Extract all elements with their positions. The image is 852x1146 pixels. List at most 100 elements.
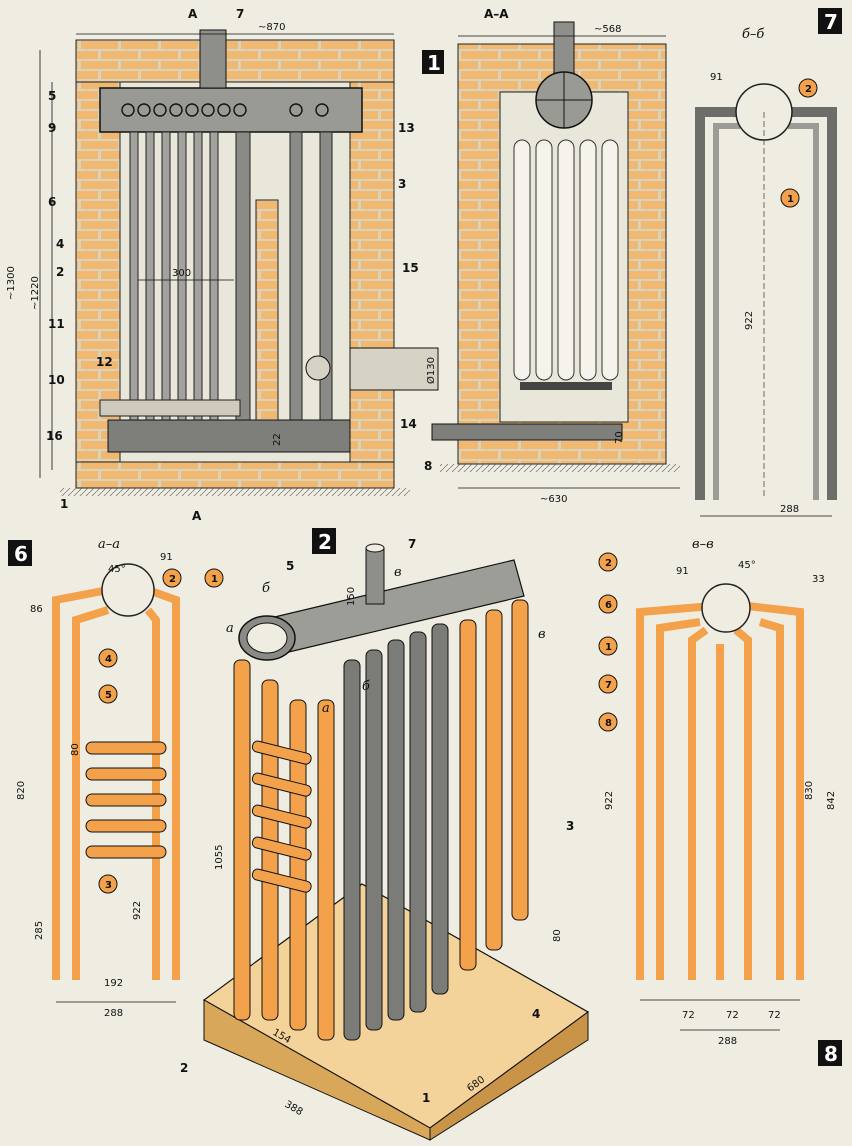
fig2-label-1: 1 xyxy=(422,1091,430,1105)
fig6-dim-d1: 86 xyxy=(30,604,43,615)
svg-text:1: 1 xyxy=(427,51,441,75)
figure-badge-6: 6 xyxy=(8,540,32,566)
figure-badge-2: 2 xyxy=(312,528,336,554)
fig2-dim-h-total: 1055 xyxy=(214,845,225,870)
fig1-label-2: 2 xyxy=(56,265,64,279)
fig6-dim-h2: 285 xyxy=(34,921,45,940)
svg-text:1: 1 xyxy=(211,574,218,585)
fig8-dim-s3: 72 xyxy=(768,1010,781,1021)
fig2-label-3: 3 xyxy=(566,819,574,833)
svg-text:5: 5 xyxy=(105,690,112,701)
fig1-label-15: 15 xyxy=(402,261,419,275)
fig2-dim-w2: 388 xyxy=(283,1099,305,1118)
svg-text:2: 2 xyxy=(605,558,612,569)
fig7-dim-d: 91 xyxy=(710,72,723,83)
fig1-label-4: 4 xyxy=(56,237,64,251)
fig8-section xyxy=(636,583,804,1031)
svg-text:1: 1 xyxy=(605,642,612,653)
fig1-side-labels: А–А ~568 ~630 70 8 xyxy=(424,7,625,505)
fig2-arrow-b2: б xyxy=(362,679,370,694)
fig8-labels: в–в 91 45° 33 922 830 842 72 72 72 288 2… xyxy=(598,537,837,1047)
fig6-callout-5: 5 xyxy=(98,684,118,704)
svg-text:8: 8 xyxy=(824,1042,838,1066)
fig1-tubes xyxy=(129,131,333,433)
fig1-section-mark-bottom: А xyxy=(192,509,202,523)
fig8-dim-d: 91 xyxy=(676,566,689,577)
fig1-label-14: 14 xyxy=(400,417,417,431)
fig1-label-13: 13 xyxy=(398,121,415,135)
fig7-callout-1: 1 xyxy=(780,188,800,208)
fig8-dim-h2: 830 xyxy=(804,781,815,800)
fig1-label-5: 5 xyxy=(48,89,56,103)
fig1-label-7: 7 xyxy=(236,7,244,21)
fig6-section xyxy=(52,563,180,1003)
fig2-dim-h-pipe: 150 xyxy=(346,587,357,606)
fig6-dim-h3: 922 xyxy=(132,901,143,920)
fig1-dim-bottom: 22 xyxy=(272,433,283,446)
fig1-dim-depth-bottom: ~630 xyxy=(540,494,567,505)
fig1-dim-width: ~870 xyxy=(258,22,285,33)
fig1-section-mark-top: А xyxy=(188,7,198,21)
fig1-label-12: 12 xyxy=(96,355,113,369)
fig2-isometric xyxy=(202,543,590,1141)
svg-text:2: 2 xyxy=(318,530,332,554)
fig2-label-2: 2 xyxy=(180,1061,188,1075)
fig8-title: в–в xyxy=(692,537,714,552)
fig8-dim-w: 288 xyxy=(718,1036,737,1047)
svg-text:3: 3 xyxy=(105,880,112,891)
fig8-callout-7: 7 xyxy=(598,674,618,694)
fig6-dim-h1: 820 xyxy=(16,781,27,800)
fig1-label-6: 6 xyxy=(48,195,56,209)
fig2-arrow-a1: а xyxy=(226,621,234,636)
fig1-label-3: 3 xyxy=(398,177,406,191)
fig2-dim-base: 80 xyxy=(552,929,563,942)
fig7-section xyxy=(695,83,837,517)
fig6-dim-w2: 288 xyxy=(104,1008,123,1019)
fig1-dim-depth: ~568 xyxy=(594,24,621,35)
fig8-callout-6: 6 xyxy=(598,594,618,614)
fig7-dim-h: 922 xyxy=(744,311,755,330)
fig8-dim-angle: 45° xyxy=(738,560,756,571)
fig2-arrow-v2: в xyxy=(538,627,546,642)
fig6-title: а–а xyxy=(98,537,120,552)
fig1-dim-inner: 300 xyxy=(172,268,191,279)
fig1-side-section xyxy=(431,21,680,489)
fig2-label-7: 7 xyxy=(408,537,416,551)
fig8-dim-h3: 842 xyxy=(826,791,837,810)
fig8-callout-2: 2 xyxy=(598,552,618,572)
fig1-dim-grate: 70 xyxy=(614,431,625,444)
fig1-label-11: 11 xyxy=(48,317,65,331)
fig8-dim-h1: 922 xyxy=(604,791,615,810)
fig1-label-10: 10 xyxy=(48,373,65,387)
svg-text:7: 7 xyxy=(605,680,612,691)
svg-text:2: 2 xyxy=(805,84,812,95)
fig2-arrow-b1: б xyxy=(262,581,270,596)
fig7-callout-2: 2 xyxy=(798,78,818,98)
fig1-label-16: 16 xyxy=(46,429,63,443)
svg-text:8: 8 xyxy=(605,718,612,729)
svg-text:4: 4 xyxy=(105,654,112,665)
fig6-dim-d2: 91 xyxy=(160,552,173,563)
svg-text:6: 6 xyxy=(14,542,28,566)
svg-text:7: 7 xyxy=(824,10,838,34)
fig7-dim-w: 288 xyxy=(780,504,799,515)
svg-text:6: 6 xyxy=(605,600,612,611)
fig2-label-5: 5 xyxy=(286,559,294,573)
fig1-dim-pipe: Ø130 xyxy=(425,357,437,384)
fig6-dim-w1: 192 xyxy=(104,978,123,989)
fig6-dim-step: 80 xyxy=(70,743,81,756)
fig7-title: б–б xyxy=(742,27,764,42)
svg-text:1: 1 xyxy=(787,194,794,205)
fig7-labels: б–б 91 922 288 2 1 xyxy=(710,27,818,515)
figure-badge-1: 1 xyxy=(422,50,444,75)
fig8-dim-d2: 33 xyxy=(812,574,825,585)
fig6-callout-1: 1 xyxy=(204,568,224,588)
fig1-labels: А А 7 5 9 13 6 4 3 2 11 12 10 16 1 15 14… xyxy=(6,7,437,523)
fig6-callout-4: 4 xyxy=(98,648,118,668)
fig1-label-9: 9 xyxy=(48,121,56,135)
fig2-label-4: 4 xyxy=(532,1007,540,1021)
fig1-front-section xyxy=(39,29,439,496)
fig6-labels: а–а 45° 86 91 820 80 285 922 192 288 2 1… xyxy=(16,537,224,1019)
fig1-label-8: 8 xyxy=(424,459,432,473)
